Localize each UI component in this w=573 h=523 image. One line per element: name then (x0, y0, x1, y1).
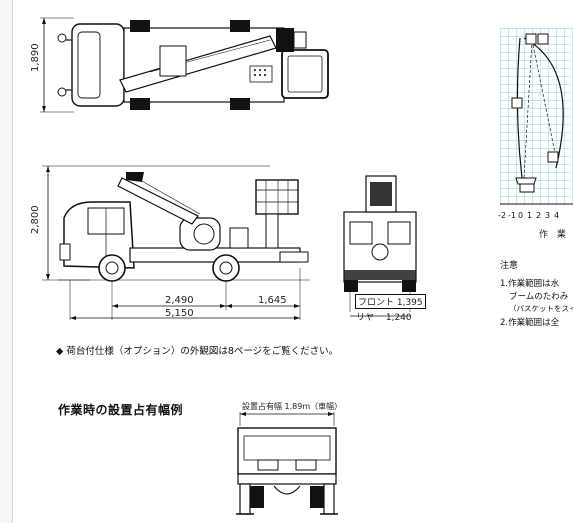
caution-line: 2.作業範囲は全 (500, 318, 560, 328)
truck-top-view (40, 17, 329, 113)
caution-line: （バスケットをスイ (509, 304, 573, 313)
dim-height-side: 2,800 (30, 205, 41, 234)
caution-heading: 注意 (500, 261, 519, 271)
setup-width-label: 設置占有幅 1.89m（車幅） (242, 402, 343, 411)
caution-line: ブームのたわみ (509, 292, 569, 302)
range-axis-label: 作 業 (539, 230, 569, 240)
axis-tick: 2 (536, 211, 541, 220)
dim-width-top: 1,890 (30, 43, 41, 72)
setup-width-diagram (236, 412, 338, 515)
working-range-chart (500, 28, 573, 205)
left-page-margin (0, 0, 13, 523)
dim-front-tread: フロント 1,395 (355, 294, 426, 309)
axis-tick: 3 (545, 211, 550, 220)
axis-tick: 1 (527, 211, 532, 220)
axis-tick: -1 (508, 211, 516, 220)
axis-tick: -2 (498, 211, 506, 220)
appearance-note: ◆ 荷台付仕様（オプション）の外観図は8ページをご覧ください。 (56, 346, 339, 357)
section-title: 作業時の設置占有幅例 (58, 403, 184, 417)
truck-side-view (42, 165, 310, 320)
caution-line: 1.作業範囲は水 (500, 279, 560, 289)
dim-wheelbase: 2,490 (165, 295, 194, 306)
truck-rear-view (343, 175, 417, 317)
dim-rear-overhang: 1,645 (258, 295, 287, 306)
axis-tick: 0 (518, 211, 523, 220)
axis-tick: 4 (554, 211, 559, 220)
dim-overall-length: 5,150 (165, 308, 194, 319)
range-chart-axis: -2 -1 0 1 2 3 4 (498, 211, 559, 220)
dim-rear-tread: リヤ 1,240 (356, 313, 412, 323)
